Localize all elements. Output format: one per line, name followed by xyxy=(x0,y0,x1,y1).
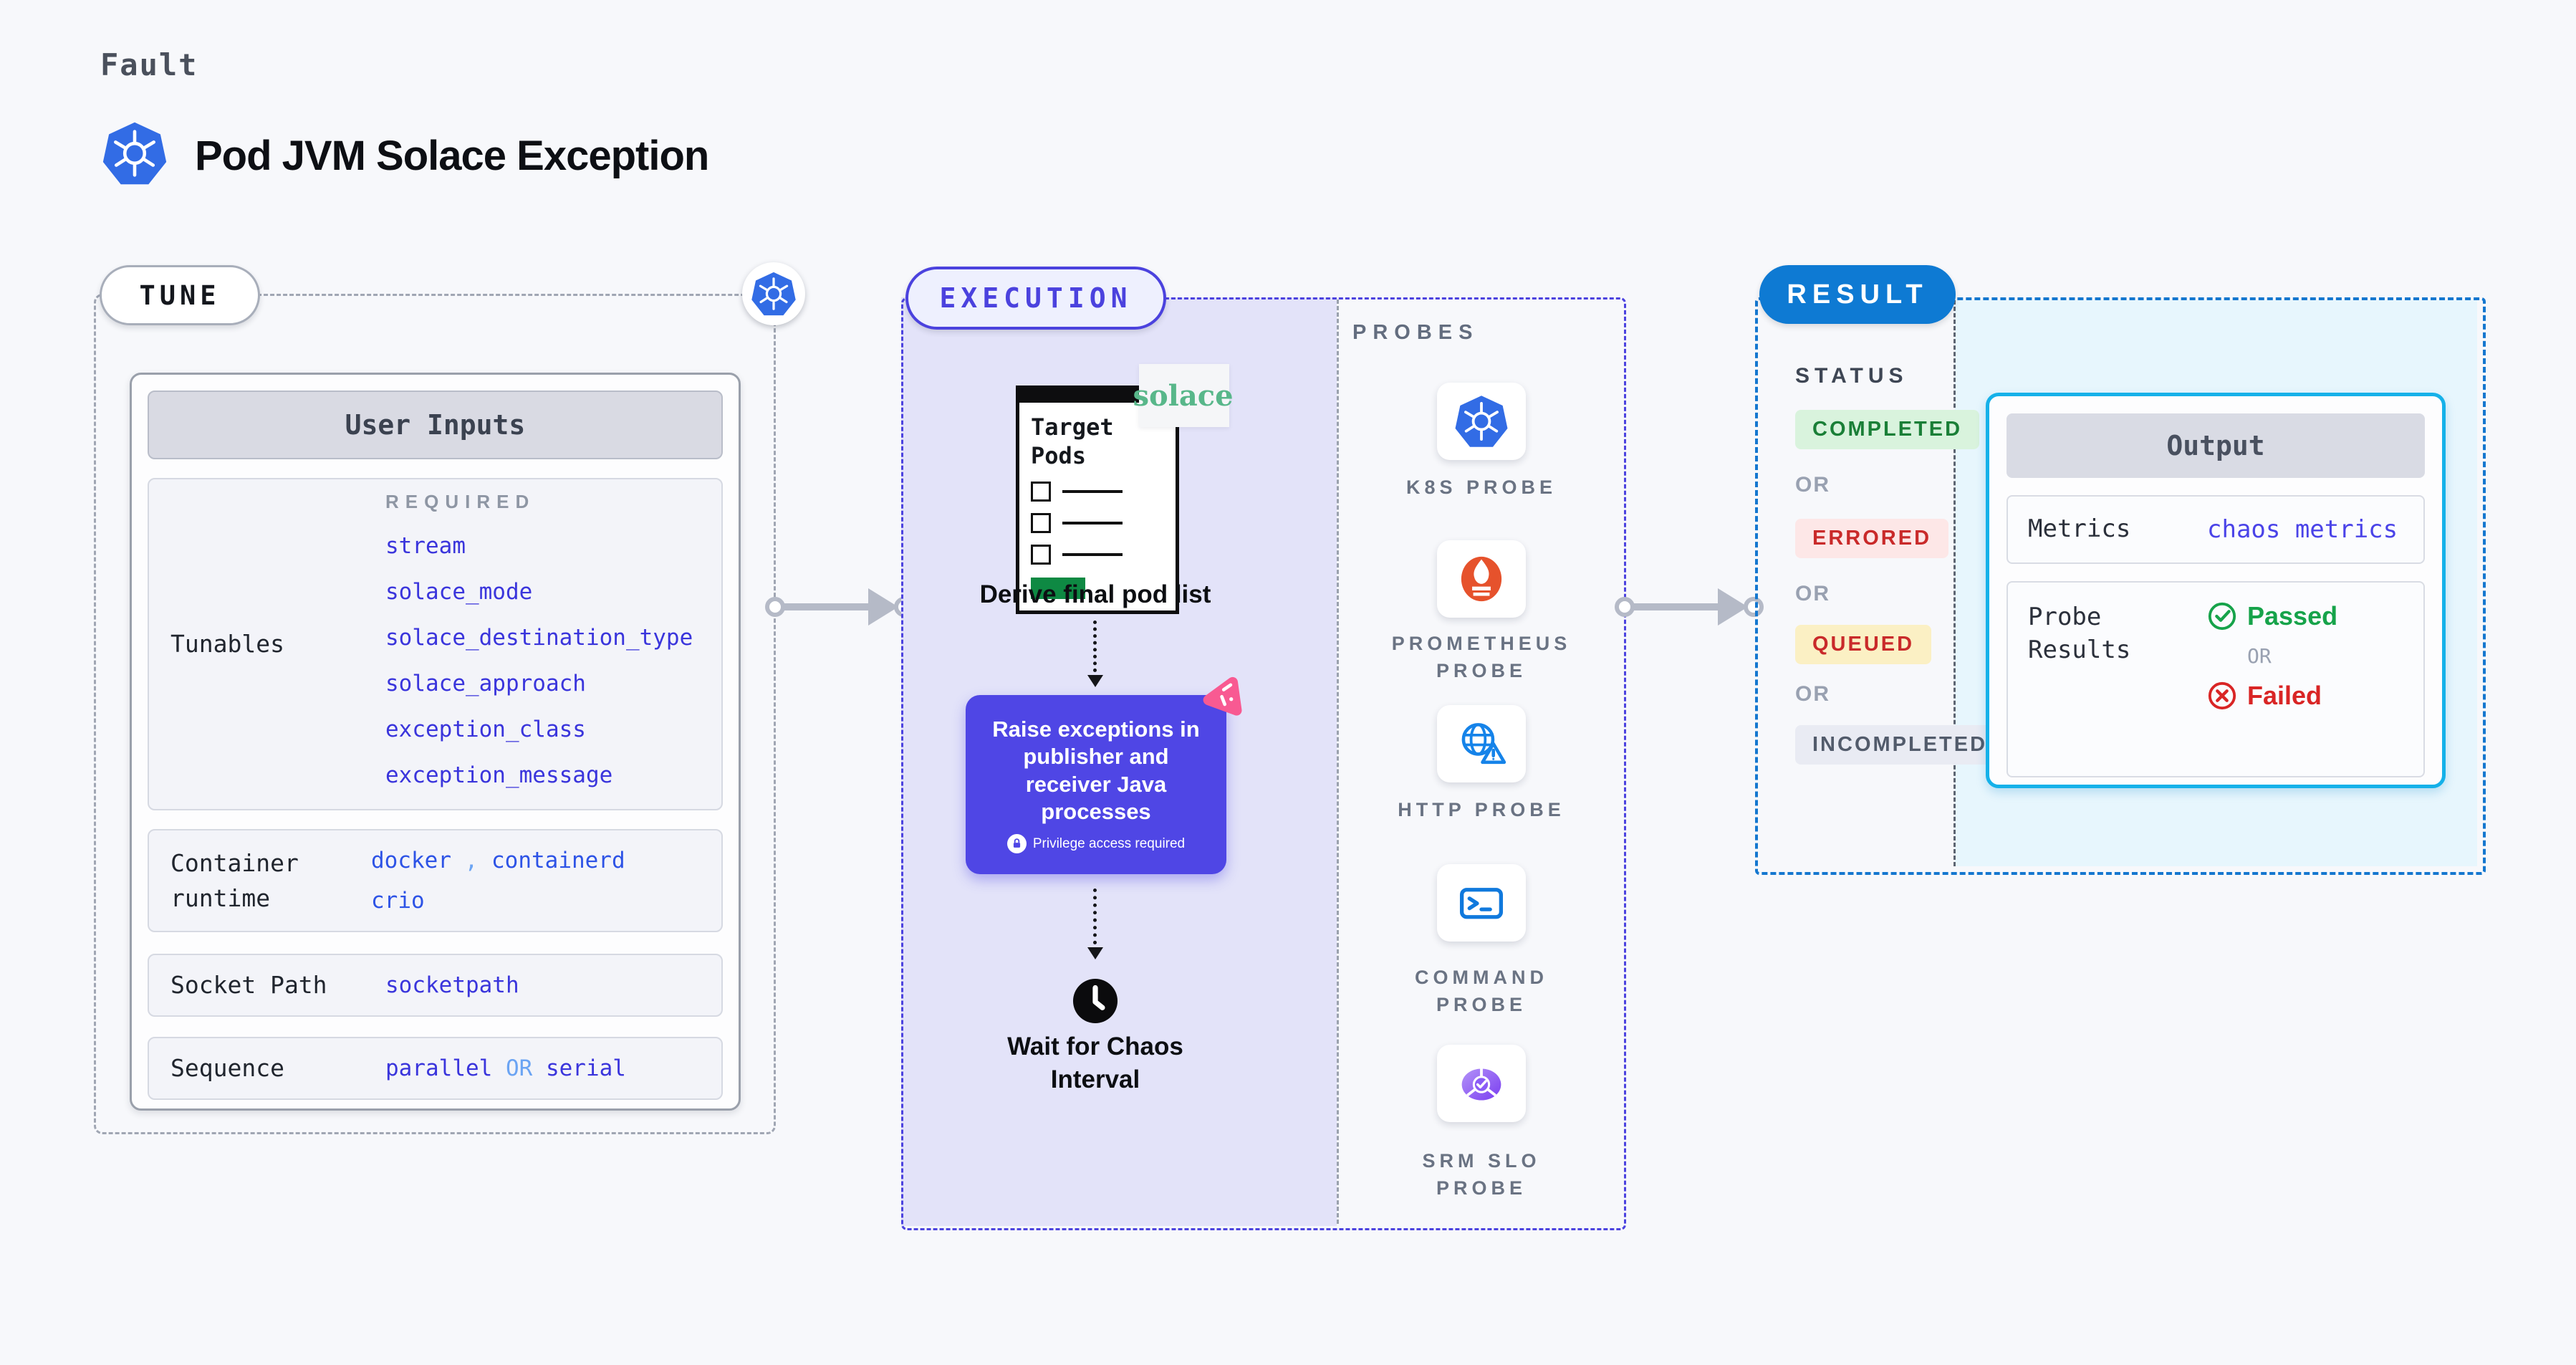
status-badge-errored: ERRORED xyxy=(1795,519,1949,558)
srm-slo-icon xyxy=(1461,1068,1501,1101)
status-badge-incompleted: INCOMPLETED xyxy=(1795,725,2005,765)
passed-label: Passed xyxy=(2247,601,2338,631)
tunable-value: solace_mode xyxy=(385,578,533,605)
green-bar xyxy=(1031,578,1085,599)
derive-pod-list-label: Derive final pod list xyxy=(979,580,1211,608)
kubernetes-icon xyxy=(1454,394,1509,449)
sequence-values: parallel OR serial xyxy=(385,1055,626,1081)
target-pods-title: Target Pods xyxy=(1031,413,1114,469)
k8s-probe-card xyxy=(1437,383,1526,460)
socket-path-value: socketpath xyxy=(385,972,519,998)
failed-row: Failed xyxy=(2207,681,2337,711)
prometheus-probe-label: PROMETHEUS PROBE xyxy=(1391,633,1572,681)
kubernetes-icon xyxy=(102,120,168,186)
terminal-icon xyxy=(1459,888,1504,919)
privilege-row: Privilege access required xyxy=(1006,834,1186,854)
pod-checkbox-row xyxy=(1031,513,1164,533)
http-globe-icon xyxy=(1461,723,1506,765)
page-title: Pod JVM Solace Exception xyxy=(195,133,709,179)
raise-exceptions-text: Raise exceptions in publisher and receiv… xyxy=(992,716,1200,824)
socket-path-label: Socket Path xyxy=(170,971,327,1000)
pod-checkbox-row xyxy=(1031,482,1164,502)
sequence-parallel: parallel xyxy=(385,1055,493,1081)
http-probe-label: HTTP PROBE xyxy=(1398,799,1565,820)
tunable-value: solace_destination_type xyxy=(385,624,693,651)
runtime-comma: , xyxy=(464,848,479,873)
passed-row: Passed xyxy=(2207,601,2337,631)
output-header: Output xyxy=(2007,413,2425,478)
solace-wordmark: solace xyxy=(1133,378,1234,413)
tunable-value: solace_approach xyxy=(385,670,586,696)
failed-label: Failed xyxy=(2247,681,2322,710)
or-separator: OR xyxy=(1795,582,1830,605)
required-label: REQUIRED xyxy=(385,490,536,512)
flow-dotted-connector xyxy=(1093,621,1097,672)
sequence-or: OR xyxy=(505,1055,533,1081)
runtime-docker: docker xyxy=(371,848,451,873)
tunables-label: Tunables xyxy=(170,630,284,658)
tunable-value: stream xyxy=(385,532,466,559)
metrics-value: chaos metrics xyxy=(2207,515,2398,544)
container-runtime-values: docker , containerd xyxy=(371,848,625,873)
execution-section xyxy=(901,297,1626,1230)
clock-icon xyxy=(1072,977,1119,1025)
privilege-label: Privilege access required xyxy=(1032,835,1186,851)
metrics-label: Metrics xyxy=(2028,514,2131,544)
result-divider xyxy=(1953,300,1956,866)
srm-slo-probe-label: SRM SLO PROBE xyxy=(1422,1150,1541,1199)
or-separator: OR xyxy=(2247,644,2272,668)
sequence-label: Sequence xyxy=(170,1054,284,1083)
probe-results-label: Probe Results xyxy=(2028,603,2131,664)
flow-dotted-connector xyxy=(1093,889,1097,944)
solace-logo: solace xyxy=(1133,364,1234,427)
flow-arrowhead xyxy=(1087,947,1103,959)
srm-slo-probe-card xyxy=(1437,1045,1526,1122)
tunable-value: exception_message xyxy=(385,762,613,788)
check-circle-icon xyxy=(2208,602,2236,631)
user-inputs-card: User Inputs Tunables REQUIRED stream sol… xyxy=(130,373,741,1111)
wait-chaos-interval-label: Wait for Chaos Interval xyxy=(1007,1033,1183,1093)
prometheus-icon xyxy=(1461,556,1502,602)
command-probe-card xyxy=(1437,864,1526,942)
sequence-row: Sequence parallel OR serial xyxy=(148,1037,723,1100)
status-badge-queued: QUEUED xyxy=(1795,625,1932,664)
execution-pill: EXECUTION xyxy=(905,267,1166,330)
status-header: STATUS xyxy=(1795,364,1908,388)
http-probe-card xyxy=(1437,705,1526,782)
tunables-row: Tunables REQUIRED stream solace_mode sol… xyxy=(148,478,723,810)
user-inputs-header: User Inputs xyxy=(148,391,723,459)
result-section xyxy=(1755,297,2486,875)
container-runtime-label: Container runtime xyxy=(170,848,299,913)
pod-checkbox-row xyxy=(1031,545,1164,565)
metrics-row: Metrics chaos metrics xyxy=(2007,495,2425,564)
lock-icon xyxy=(1006,834,1027,854)
fault-kicker: Fault xyxy=(100,47,198,82)
prometheus-probe-card xyxy=(1437,540,1526,618)
status-badge-completed: COMPLETED xyxy=(1795,410,1980,449)
sequence-serial: serial xyxy=(545,1055,626,1081)
or-separator: OR xyxy=(1795,682,1830,706)
execution-probes-divider xyxy=(1337,300,1339,1224)
probes-section-label: PROBES xyxy=(1352,321,1479,344)
chaos-scenario-icon xyxy=(1195,671,1249,724)
kubernetes-icon xyxy=(742,262,805,325)
execution-to-result-arrow xyxy=(1615,588,1764,626)
tune-section xyxy=(94,294,776,1134)
runtime-crio: crio xyxy=(371,888,425,914)
k8s-probe-label: K8S PROBE xyxy=(1405,476,1557,498)
runtime-containerd: containerd xyxy=(491,848,625,873)
probe-results-row: Probe Results Passed OR Failed xyxy=(2007,581,2425,777)
result-pill: RESULT xyxy=(1759,265,1956,324)
or-separator: OR xyxy=(1795,473,1830,497)
tunable-value: exception_class xyxy=(385,716,586,742)
output-card: Output Metrics chaos metrics Probe Resul… xyxy=(1986,393,2446,788)
container-runtime-row: Container runtime docker , containerd cr… xyxy=(148,829,723,932)
flow-arrowhead xyxy=(1087,675,1103,687)
x-circle-icon xyxy=(2208,681,2236,710)
chaos-action-box: Raise exceptions in publisher and receiv… xyxy=(966,695,1226,874)
command-probe-label: COMMAND PROBE xyxy=(1415,967,1548,1015)
tune-to-execution-arrow xyxy=(765,588,914,626)
tune-pill: TUNE xyxy=(100,265,260,325)
socket-path-row: Socket Path socketpath xyxy=(148,954,723,1017)
